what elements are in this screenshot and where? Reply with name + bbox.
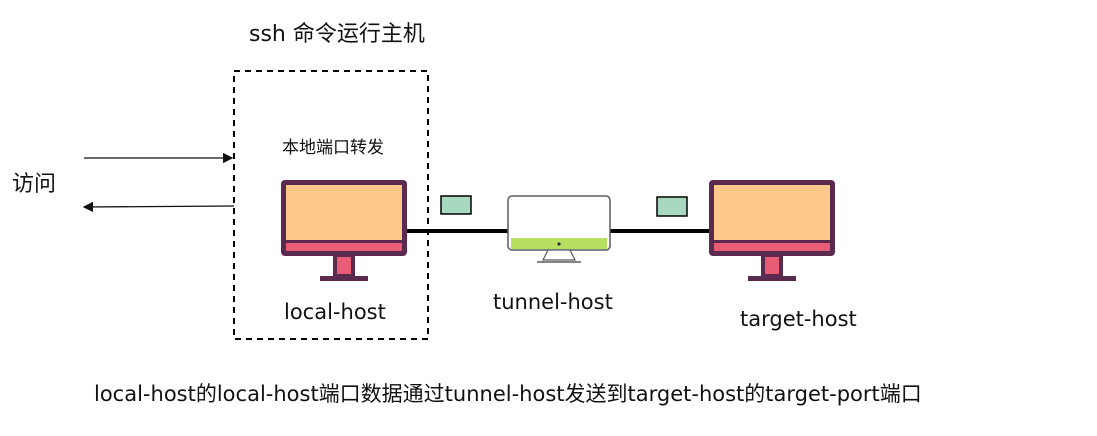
access-label: 访问	[12, 172, 57, 197]
tunnel-host-label: tunnel-host	[493, 290, 613, 314]
tunnel-host-server-icon	[507, 195, 611, 263]
target-host-monitor-icon	[709, 180, 835, 281]
outgoing-access-arrow	[82, 201, 235, 213]
ssh-command-host-title: ssh 命令运行主机	[249, 22, 425, 47]
packet-icon-right	[656, 196, 688, 217]
local-port-forwarding-label: 本地端口转发	[282, 138, 384, 158]
packet-icon-left	[440, 195, 472, 215]
target-host-label: target-host	[740, 307, 857, 331]
local-host-monitor-icon	[281, 180, 407, 281]
local-host-label: local-host	[284, 300, 386, 324]
diagram-description: local-host的local-host端口数据通过tunnel-host发送…	[94, 382, 922, 406]
